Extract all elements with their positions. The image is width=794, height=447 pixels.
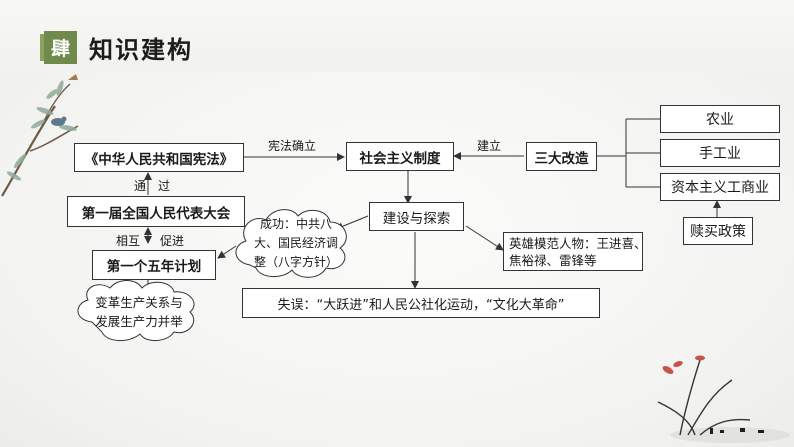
construction-box: 建设与探索 [369,202,464,231]
handicraft-box: 手工业 [660,139,780,167]
label-through: 通 过 [134,179,171,193]
header-background [0,0,794,72]
bird-branch-painting [1,74,79,197]
section-badge: 肆 [40,31,77,64]
success-line-1: 成功：中共八 [259,217,332,231]
capitalist-industry-box: 资本主义工商业 [660,173,780,201]
orchid-painting [657,355,790,443]
agriculture-box: 农业 [660,105,780,133]
three-reforms-box: 三大改造 [526,142,597,171]
success-cloud-text: 成功：中共八 大、国民经济调 整（八字方针） [248,215,344,272]
constitution-box: 《中华人民共和国宪法》 [74,143,244,172]
page-title: 知识建构 [89,36,193,64]
reform-cloud-text: 变革生产关系与 发展生产力并举 [86,293,192,331]
npc-box: 第一届全国人民代表大会 [67,196,245,227]
success-line-3: 整（八字方针） [253,255,338,269]
label-promote: 促进 [160,234,185,248]
mistakes-box: 失误：“大跃进”和人民公社化运动，“文化大革命” [242,288,600,318]
socialist-system-box: 社会主义制度 [346,142,454,171]
redemption-policy-box: 赎买政策 [683,217,753,245]
success-line-2: 大、国民经济调 [253,236,338,250]
label-establish: 建立 [477,139,502,153]
heroes-line-1: 英雄模范人物：王进喜、 [509,235,647,251]
label-constitution-confirms: 宪法确立 [268,139,317,153]
five-year-plan-box: 第一个五年计划 [92,250,216,280]
success-cloud-shape [235,209,347,278]
heroes-line-2: 焦裕禄、雷锋等 [509,252,597,268]
reform-line-1: 变革生产关系与 [95,295,183,310]
heroes-box: 英雄模范人物：王进喜、 焦裕禄、雷锋等 [503,232,647,271]
label-mutual: 相互 [116,234,141,248]
reform-cloud-shape [77,280,195,341]
reform-line-2: 发展生产力并举 [95,314,183,329]
